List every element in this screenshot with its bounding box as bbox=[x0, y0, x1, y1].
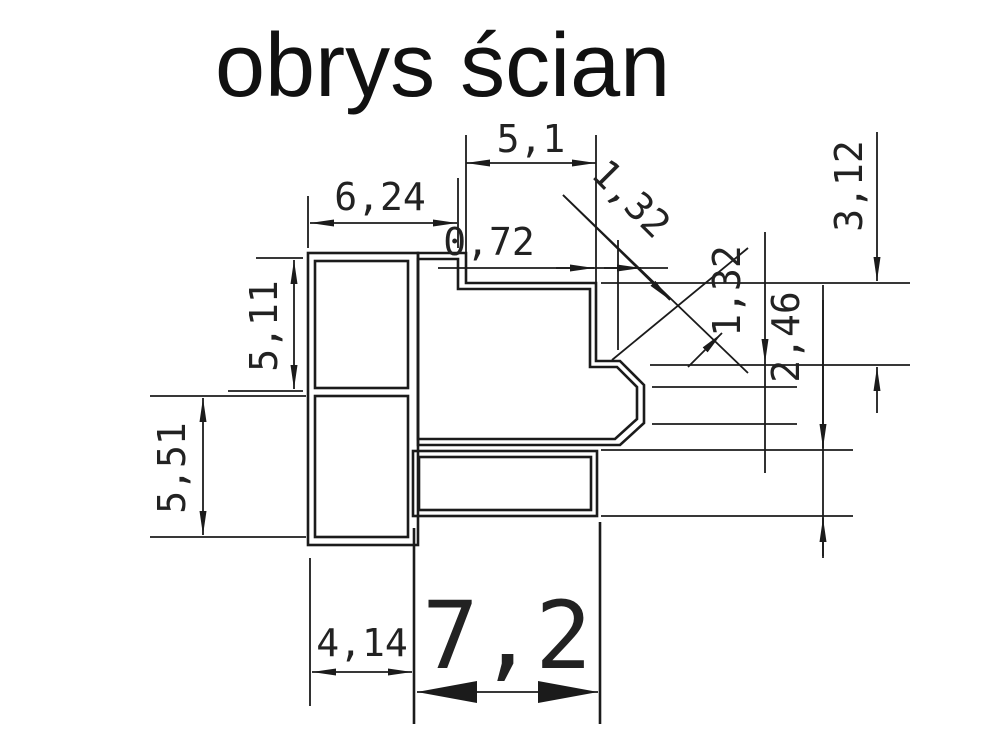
dim-label-left-upper-height: 5,11 bbox=[242, 280, 286, 372]
dim-label-right-upper-height: 3,12 bbox=[827, 140, 871, 232]
dim-label-upper-left-width: 6,24 bbox=[334, 175, 426, 219]
left-column-upper-cell bbox=[313, 259, 410, 390]
dim-label-bottom-total-width: 7,2 bbox=[422, 582, 592, 691]
corridor-outer-wall bbox=[411, 449, 599, 518]
chamfer-leader-lower bbox=[611, 247, 749, 361]
dim-label-right-lower-height: 2,46 bbox=[764, 291, 808, 383]
dimension-lines bbox=[199, 132, 881, 703]
dim-label-chamfer-lower: 1,32 bbox=[705, 245, 749, 337]
main-room-outer-wall bbox=[416, 251, 646, 447]
corridor-inner-wall bbox=[417, 455, 593, 512]
left-column-outer-wall bbox=[306, 251, 420, 547]
dim-label-top-width: 5,1 bbox=[497, 117, 566, 161]
main-room-inner-wall bbox=[416, 257, 639, 441]
dim-label-chamfer-upper: 1,32 bbox=[583, 151, 679, 247]
drawing-title: obrys ścian bbox=[215, 16, 670, 116]
dim-label-left-lower-height: 5,51 bbox=[150, 422, 194, 514]
dim-label-step-offset: 0,72 bbox=[443, 220, 535, 264]
left-column-lower-cell bbox=[313, 394, 410, 539]
dim-label-bottom-left-width: 4,14 bbox=[316, 621, 408, 665]
